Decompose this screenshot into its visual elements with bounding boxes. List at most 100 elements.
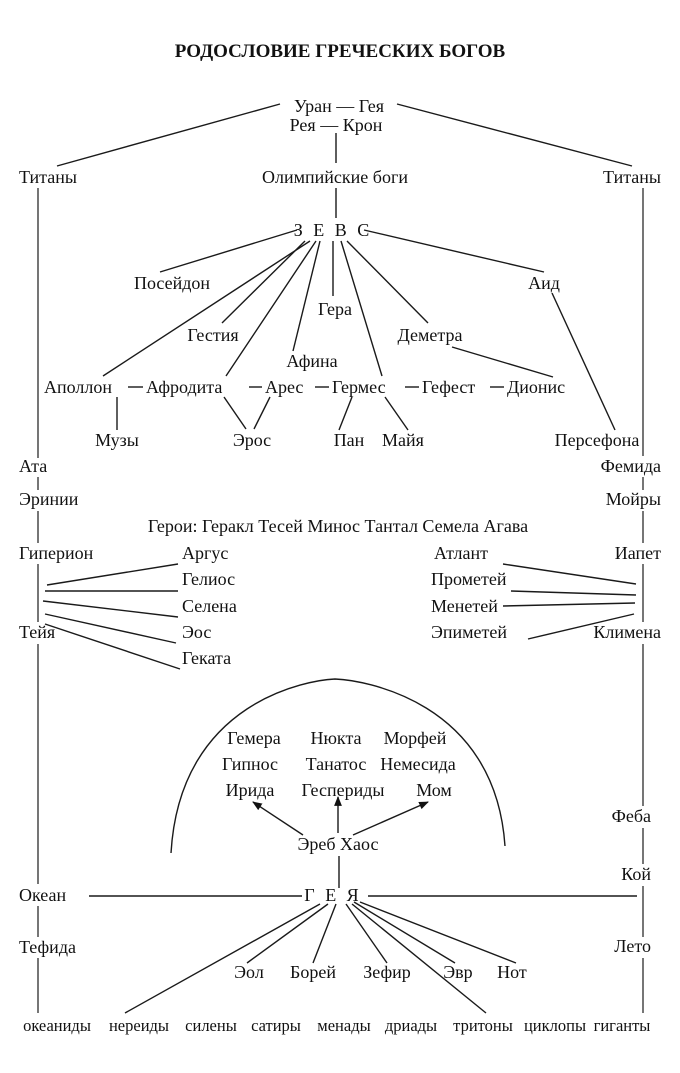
node-nemesis: Немесида — [380, 754, 456, 774]
node-thanatos: Танатос — [306, 754, 367, 774]
edge-hermes-to-maia — [384, 396, 409, 431]
edge-hermes-to-pan — [338, 396, 353, 431]
edge-hyperion-to-hecate — [44, 623, 181, 670]
edge-zeus-to-demeter — [346, 240, 429, 324]
edge-demeter-to-dionysus — [451, 346, 554, 378]
node-hephaestus: Гефест — [422, 377, 475, 397]
node-hemera: Гемера — [227, 728, 280, 748]
node-dionysus: Дионис — [507, 377, 565, 397]
node-boreas: Борей — [290, 962, 336, 982]
node-moirai: Мойры — [606, 489, 661, 509]
node-heroes: Герои: Геракл Тесей Минос Тантал Семела … — [148, 516, 528, 536]
node-satyrs: сатиры — [251, 1016, 301, 1035]
edge-zeus-to-apollo — [102, 240, 311, 377]
node-hera: Гера — [318, 299, 352, 319]
node-iris: Ирида — [226, 780, 275, 800]
node-leto: Лето — [614, 936, 651, 956]
node-notus: Нот — [497, 962, 527, 982]
edge-gaia-to-nereids — [124, 903, 321, 1014]
node-pan: Пан — [334, 430, 365, 450]
edge-gaia-to-tritons — [351, 903, 487, 1014]
node-zeus: З Е В С — [294, 220, 373, 240]
edge-gaia-to-notus — [359, 901, 517, 964]
edge-zeus-to-athena — [292, 240, 321, 352]
edge-erebus-chaos-to-iris-arrow — [252, 801, 304, 836]
node-tethys: Тефида — [19, 937, 76, 957]
node-selene: Селена — [182, 596, 237, 616]
node-ares: Арес — [265, 377, 303, 397]
edge-iapetus-to-menoetius — [502, 602, 636, 607]
node-helios: Гелиос — [182, 569, 235, 589]
node-nyx: Нюкта — [310, 728, 361, 748]
node-aeolus: Эол — [234, 962, 264, 982]
edge-zeus-to-hermes — [340, 240, 383, 377]
edge-gaia-to-eurus — [353, 901, 456, 964]
edge-zeus-to-poseidon — [159, 229, 298, 273]
edge-zeus-to-hestia — [221, 240, 306, 324]
node-menoetius: Менетей — [431, 596, 498, 616]
node-apollo: Аполлон — [44, 377, 112, 397]
edge-hades-to-persephone — [551, 292, 616, 431]
node-oceanids: океаниды — [23, 1016, 91, 1035]
edge-gaia-to-boreas — [312, 903, 337, 964]
node-iapetus: Иапет — [615, 543, 661, 563]
edge-uran-gaia-to-titans-left — [56, 103, 281, 167]
node-hypnos: Гипнос — [222, 754, 278, 774]
node-eurus: Эвр — [443, 962, 472, 982]
node-hermes: Гермес — [332, 377, 386, 397]
node-momus: Мом — [416, 780, 452, 800]
node-maia: Майя — [382, 430, 424, 450]
node-maenads: менады — [317, 1016, 370, 1035]
node-persephone: Персефона — [555, 430, 640, 450]
node-aphrodite: Афродита — [146, 377, 222, 397]
node-eros: Эрос — [233, 430, 271, 450]
edge-hyperion-to-argus — [46, 563, 179, 586]
node-nereids: нереиды — [109, 1016, 169, 1035]
node-themis: Фемида — [601, 456, 661, 476]
edge-uran-gaia-to-titans-right — [396, 103, 633, 167]
node-phoebe: Феба — [612, 806, 651, 826]
node-hyperion: Гиперион — [19, 543, 94, 563]
node-gaia: Г Е Я — [304, 885, 361, 905]
node-olympians: Олимпийские боги — [262, 167, 408, 187]
edge-iapetus-to-epimetheus — [527, 613, 635, 640]
node-sileni: силены — [185, 1016, 237, 1035]
night-deities-arch — [170, 678, 506, 854]
node-theia: Тейя — [19, 622, 55, 642]
edge-aphrodite-to-eros — [223, 396, 247, 430]
node-rhea-kronos: Рея — Крон — [290, 115, 383, 135]
edge-hyperion-to-selene — [42, 600, 179, 618]
node-hecate: Геката — [182, 648, 231, 668]
node-hestia: Гестия — [187, 325, 238, 345]
node-tritons: тритоны — [453, 1016, 513, 1035]
edge-iapetus-to-atlas — [502, 563, 637, 585]
node-hades: Аид — [528, 273, 560, 293]
node-erinyes: Эринии — [19, 489, 79, 509]
node-cyclopes: циклопы — [524, 1016, 586, 1035]
edge-zeus-to-aphrodite — [225, 240, 317, 377]
node-morpheus: Морфей — [384, 728, 447, 748]
edge-ares-to-eros — [253, 396, 271, 430]
node-athena: Афина — [286, 351, 337, 371]
node-atlas: Атлант — [434, 543, 488, 563]
edge-gaia-to-zephyrus — [345, 903, 388, 964]
node-uran-gaia: Уран — Гея — [294, 96, 384, 116]
node-zephyrus: Зефир — [363, 962, 411, 982]
edge-zeus-to-hades — [363, 229, 545, 273]
diagram-title: РОДОСЛОВИЕ ГРЕЧЕСКИХ БОГОВ — [175, 41, 506, 62]
edge-iapetus-to-prometheus — [510, 590, 637, 596]
edge-gaia-to-aeolus — [246, 903, 329, 964]
edge-hyperion-to-eos — [44, 613, 177, 644]
edge-erebus-chaos-to-momus-arrow — [352, 801, 429, 836]
node-muses: Музы — [95, 430, 139, 450]
node-ate: Ата — [19, 456, 47, 476]
node-dryads: дриады — [385, 1016, 437, 1035]
node-epimetheus: Эпиметей — [431, 622, 507, 642]
node-argus: Аргус — [182, 543, 228, 563]
node-coeus: Кой — [621, 864, 651, 884]
node-hesperides: Геспериды — [302, 780, 385, 800]
node-oceanus: Океан — [19, 885, 66, 905]
node-titans-left: Титаны — [19, 167, 77, 187]
node-erebus-chaos: Эреб Хаос — [298, 834, 379, 854]
